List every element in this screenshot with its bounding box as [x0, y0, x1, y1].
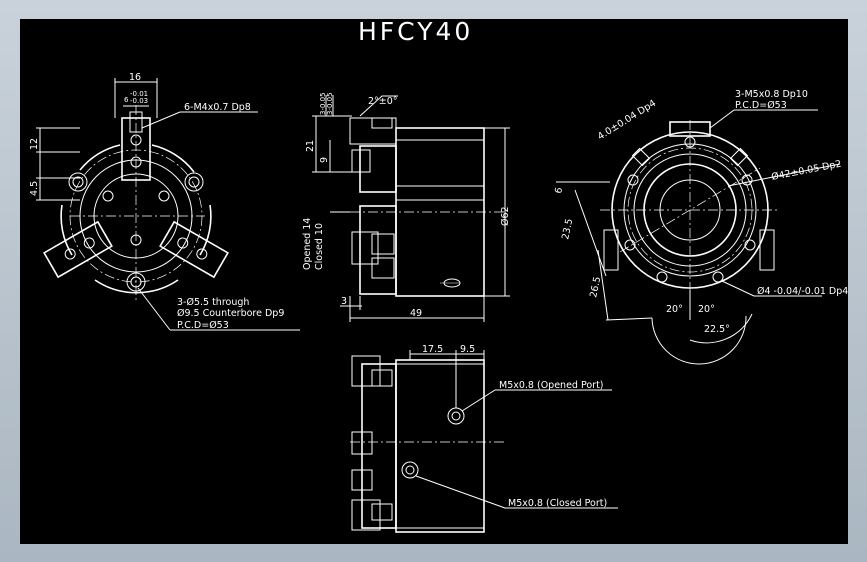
rear-key: [669, 121, 711, 137]
side-view: 3-0.05 3-0.05 2°±0° 21 9 Opened 14 Close…: [302, 92, 511, 322]
jaw-left: [43, 220, 113, 279]
dim-pin: Ø4 -0.04/-0.01 Dp4: [757, 286, 848, 297]
dim-slot-6: 6: [124, 96, 129, 104]
port-open-note: M5x0.8 (Opened Port): [499, 380, 604, 391]
drawing-sheet: HFCY40: [20, 19, 848, 544]
dim-6: 6: [553, 186, 565, 194]
dim-62: Ø62: [500, 206, 511, 226]
dim-closed: Closed 10: [314, 223, 325, 270]
hole-note-2: Ø9.5 Counterbore Dp9: [177, 308, 284, 319]
jaw-right: [159, 220, 229, 279]
note-m5-2: P.C.D=Ø53: [735, 100, 787, 111]
dim-26-5: 26.5: [588, 276, 603, 299]
cad-drawing: HFCY40: [29, 19, 848, 533]
bottom-body: [395, 359, 485, 533]
dim-9-5: 9.5: [460, 344, 475, 355]
note-m5-1: 3-M5x0.8 Dp10: [735, 89, 808, 100]
dim-49: 49: [410, 308, 422, 319]
jaw-top: [121, 117, 151, 181]
dim-3: 3: [341, 296, 347, 307]
hole-note-3: P.C.D=Ø53: [177, 320, 229, 331]
dim-4-dp4: 4.0±0.04 Dp4: [596, 98, 658, 143]
dim-12: 12: [29, 138, 40, 150]
dim-23-5: 23.5: [560, 218, 575, 241]
angle-22-5: 22.5°: [704, 324, 730, 335]
angle-20-b: 20°: [698, 304, 715, 315]
drawing-title: HFCY40: [358, 19, 473, 46]
dim-top-b: 3-0.05: [326, 92, 334, 115]
dim-top-a: 3-0.05: [319, 92, 327, 115]
dim-42: Ø42±0.05 Dp2: [770, 159, 842, 183]
dim-17-5: 17.5: [422, 344, 443, 355]
front-view: 16 6 -0.01 -0.03 6-M4x0.7 Dp8 12 4.5 3-Ø…: [29, 72, 300, 331]
dim-9: 9: [319, 157, 330, 163]
angle-20-a: 20°: [666, 304, 683, 315]
dim-width-16: 16: [129, 72, 141, 83]
rear-view: 3-M5x0.8 Dp10 P.C.D=Ø53 4.0±0.04 Dp4 Ø42…: [553, 89, 848, 365]
dim-slot-sub: -0.03: [130, 97, 148, 105]
dim-opened: Opened 14: [302, 218, 313, 270]
bottom-view: 17.5 9.5 M5x0.8 (Opened Port) M5x0.8 (Cl…: [350, 344, 618, 533]
dim-angle: 2°±0°: [368, 96, 398, 107]
tap-note: 6-M4x0.7 Dp8: [184, 102, 251, 113]
hole-note-1: 3-Ø5.5 through: [177, 297, 249, 308]
front-center-boss: [93, 173, 179, 259]
port-closed-note: M5x0.8 (Closed Port): [508, 498, 607, 509]
dim-slot-sup: -0.01: [130, 90, 148, 98]
dim-4-5: 4.5: [29, 181, 40, 196]
dim-21: 21: [305, 140, 316, 152]
